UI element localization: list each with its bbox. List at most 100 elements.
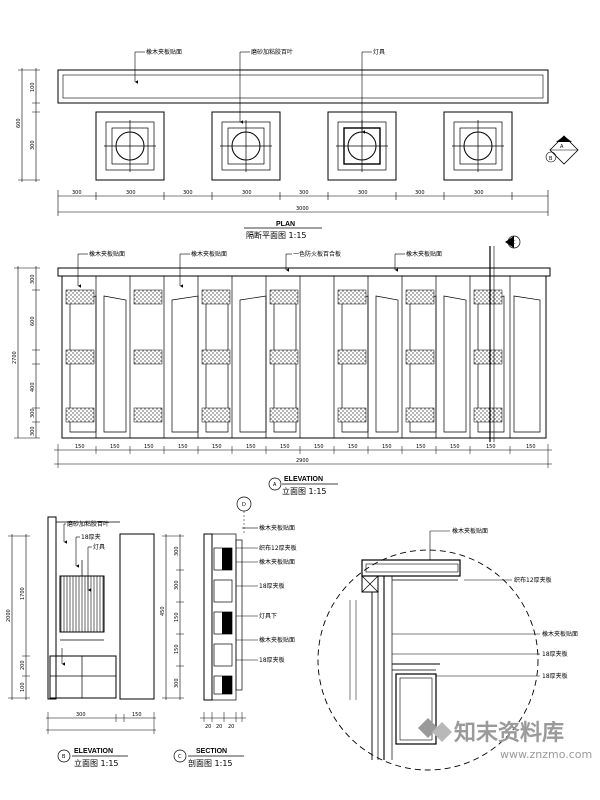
elevation-a-view: 橡木夹板贴面 橡木夹板贴面 一色防火板百合板 橡木夹板贴面 C 2700 300… <box>12 235 552 496</box>
elev-b-dim-v-2: 1700 <box>20 587 26 600</box>
section-c-dim-v-3: 300 <box>174 580 180 590</box>
plan-dim-seg-6: 300 <box>358 190 368 196</box>
detail-d-label-1: 织布12厚夹板 <box>514 576 552 584</box>
elev-b-lamp-shade <box>59 575 105 633</box>
elev-b-marker: B <box>62 754 66 760</box>
elev-a-top-rail <box>57 267 551 277</box>
elev-b-title-cn: 立面图 1:15 <box>74 758 119 768</box>
elev-b-base-cabinet <box>49 655 117 699</box>
elev-a-dim-v-5: 300 <box>30 426 36 436</box>
section-c-dim-h-2: 20 <box>216 724 222 730</box>
plan-dim-seg-3: 300 <box>183 190 193 196</box>
plan-dim-seg-4: 300 <box>242 190 252 196</box>
section-c-marker: C <box>178 754 182 760</box>
section-c-label-6: 橡木夹板贴面 <box>259 636 295 644</box>
plan-top-beam <box>57 69 549 104</box>
plan-title-en: PLAN <box>276 221 295 228</box>
plan-dim-seg-7: 300 <box>415 190 425 196</box>
watermark-url: www.znzmo.com <box>500 748 592 761</box>
section-c-label-4: 18厚夹板 <box>259 582 285 590</box>
elev-a-dim-v-total: 2700 <box>12 351 18 364</box>
plan-dim-seg-2: 300 <box>126 190 136 196</box>
section-c-label-2: 织布12厚夹板 <box>259 544 297 552</box>
section-c-dim-v-1: 300 <box>174 546 180 556</box>
elev-b-dim-v-4: 100 <box>20 682 26 692</box>
elev-a-dim-v-2: 600 <box>30 316 36 326</box>
elev-a-dim-overall: 2900 <box>296 458 309 464</box>
plan-light-box-2 <box>211 111 281 181</box>
elev-a-dim-h-8: 150 <box>314 444 324 450</box>
elev-a-label-2: 橡木夹板贴面 <box>191 250 227 258</box>
plan-label-veneer: 橡木夹板贴面 <box>146 48 182 56</box>
plan-dim-v-3: 300 <box>30 140 36 150</box>
detail-d-label-top: 橡木夹板贴面 <box>452 527 488 535</box>
plan-dim-ticks <box>57 190 549 216</box>
elev-a-dim-h-11: 150 <box>416 444 426 450</box>
plan-light-box-4 <box>443 111 513 181</box>
elev-a-dim-h-12: 150 <box>450 444 460 450</box>
elev-a-dim-v-3: 400 <box>30 382 36 392</box>
watermark: 知末资料库 www.znzmo.com <box>418 718 592 761</box>
plan-dim-overall: 3000 <box>296 206 309 212</box>
elev-b-dim-h-2: 150 <box>132 712 142 718</box>
elev-a-dim-h-1: 150 <box>75 444 85 450</box>
elev-a-dim-h-7: 150 <box>280 444 290 450</box>
elev-b-title-en: ELEVATION <box>74 748 113 755</box>
section-c-dim-h-1: 20 <box>205 724 211 730</box>
section-c-label-5: 灯具下 <box>259 612 277 620</box>
watermark-brand: 知末资料库 <box>454 720 564 746</box>
elev-a-dim-h-4: 150 <box>178 444 188 450</box>
svg-text:C: C <box>512 240 516 246</box>
elev-a-label-4: 橡木夹板贴面 <box>406 250 442 258</box>
elev-a-dim-h-5: 150 <box>212 444 222 450</box>
section-c-label-7: 18厚夹板 <box>259 656 285 664</box>
elev-a-section-cut: C <box>489 235 521 442</box>
plan-dim-seg-5: 300 <box>299 190 309 196</box>
elev-a-dim-h-14: 150 <box>526 444 536 450</box>
elevation-b-view: 磨砂加粘胶百叶 18厚夹 灯具 2000 1700 200 100 300 15… <box>6 516 156 768</box>
elev-a-dim-h-6: 150 <box>246 444 256 450</box>
svg-text:A: A <box>560 144 564 150</box>
section-c-label-1: 橡木夹板贴面 <box>259 524 295 532</box>
elev-b-label-2: 灯具 <box>93 543 105 551</box>
section-c-label-3: 橡木夹板贴面 <box>259 558 295 566</box>
plan-view-marker: A B <box>545 135 579 165</box>
plan-dim-seg-8: 300 <box>474 190 484 196</box>
section-c-view: D 橡木夹板贴面 织布12厚夹板 橡木夹板贴面 18厚夹板 灯具下 橡木夹板贴面… <box>160 496 297 768</box>
elev-a-title-cn: 立面图 1:15 <box>282 486 327 496</box>
detail-d-label-4: 18厚夹板 <box>542 672 568 680</box>
plan-title-cn: 隔断平面图 1:15 <box>246 230 307 240</box>
elev-a-dim-h-13: 150 <box>486 444 496 450</box>
elev-a-dim-h-2: 150 <box>110 444 120 450</box>
elev-b-dim-h-1: 300 <box>76 712 86 718</box>
plan-label-frosted: 磨砂加粘胶百叶 <box>251 48 293 56</box>
elev-a-label-3: 一色防火板百合板 <box>293 250 341 258</box>
elev-b-label-top: 磨砂加粘胶百叶 <box>67 520 109 528</box>
section-c-dim-v-4: 150 <box>174 612 180 622</box>
plan-label-lamp: 灯具 <box>373 48 385 56</box>
elev-b-label-1: 18厚夹 <box>81 533 101 541</box>
elev-a-dim-h-3: 150 <box>144 444 154 450</box>
plan-view: 橡木夹板贴面 磨砂加粘胶百叶 灯具 600 100 300 300 300 30… <box>16 48 579 240</box>
section-c-dim-v-2: 450 <box>160 606 166 616</box>
elev-a-outline <box>61 275 547 439</box>
elev-a-dim-h-10: 150 <box>382 444 392 450</box>
section-c-title-en: SECTION <box>196 748 227 755</box>
elev-a-panels <box>69 276 541 438</box>
plan-dim-v-2: 100 <box>30 82 36 92</box>
elev-a-frosted-bands <box>65 289 503 423</box>
plan-dim-v-1: 600 <box>16 118 22 128</box>
svg-text:B: B <box>549 156 553 162</box>
elev-a-label-1: 橡木夹板贴面 <box>89 250 125 258</box>
elev-a-title-en: ELEVATION <box>284 476 323 483</box>
section-c-dim-h-3: 20 <box>228 724 234 730</box>
section-c-dim-v-6: 300 <box>174 678 180 688</box>
section-c-detail-marker: D <box>242 502 246 508</box>
elev-b-dim-v-1: 2000 <box>6 609 12 622</box>
elev-a-dim-v-4: 300 <box>30 408 36 418</box>
plan-dim-seg-1: 300 <box>72 190 82 196</box>
detail-d-view: 橡木夹板贴面 织布12厚夹板 橡木夹板贴面 18厚夹板 18厚夹板 <box>317 527 578 771</box>
elev-a-marker: A <box>273 482 277 488</box>
elev-b-dim-v-3: 200 <box>20 660 26 670</box>
